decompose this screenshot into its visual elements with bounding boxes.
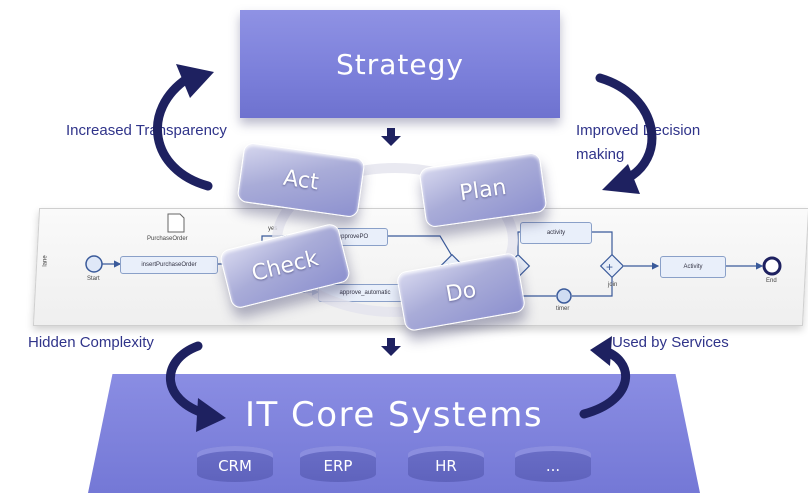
start-label: Start xyxy=(87,276,100,282)
system-cylinder-more: ... xyxy=(515,446,591,482)
curved-arrow-top-right-icon xyxy=(595,73,657,185)
curved-arrow-top-left-icon xyxy=(152,73,213,191)
system-cylinder-erp: ERP xyxy=(300,446,376,482)
it-core-title: IT Core Systems xyxy=(244,395,544,435)
caption-hidden-complexity: Hidden Complexity xyxy=(28,334,154,351)
activity-task-2: Activity xyxy=(660,256,726,278)
curved-arrow-bottom-right-icon xyxy=(579,345,630,419)
purchase-order-label: PurchaseOrder xyxy=(147,236,188,242)
caption-increased-transparency: Increased Transparency xyxy=(66,122,227,139)
caption-making: making xyxy=(576,146,625,163)
end-label: End xyxy=(766,278,777,284)
system-cylinder-crm: CRM xyxy=(197,446,273,482)
it-core-systems-box xyxy=(88,374,700,493)
document-icon xyxy=(167,213,185,233)
end-event-icon xyxy=(762,256,782,276)
activity-task-1: activity xyxy=(520,222,592,244)
curved-arrow-bottom-left-icon xyxy=(166,341,211,419)
strategy-label: Strategy xyxy=(336,47,464,81)
down-arrow-top-icon xyxy=(381,128,401,146)
join-label: join xyxy=(608,282,618,288)
gateway-join-icon xyxy=(599,253,625,279)
down-arrow-bottom-icon xyxy=(381,338,401,356)
strategy-box: Strategy xyxy=(240,10,560,118)
caption-used-by-services: Used by Services xyxy=(612,334,729,351)
yes-label: yes xyxy=(268,226,278,232)
svg-text:+: + xyxy=(606,260,613,274)
timer-label: timer xyxy=(556,306,570,312)
insert-purchase-order-task: insertPurchaseOrder xyxy=(120,256,218,274)
caption-improved-decision: Improved Decision xyxy=(576,122,701,139)
timer-event-icon xyxy=(556,288,572,304)
system-cylinder-hr: HR xyxy=(408,446,484,482)
